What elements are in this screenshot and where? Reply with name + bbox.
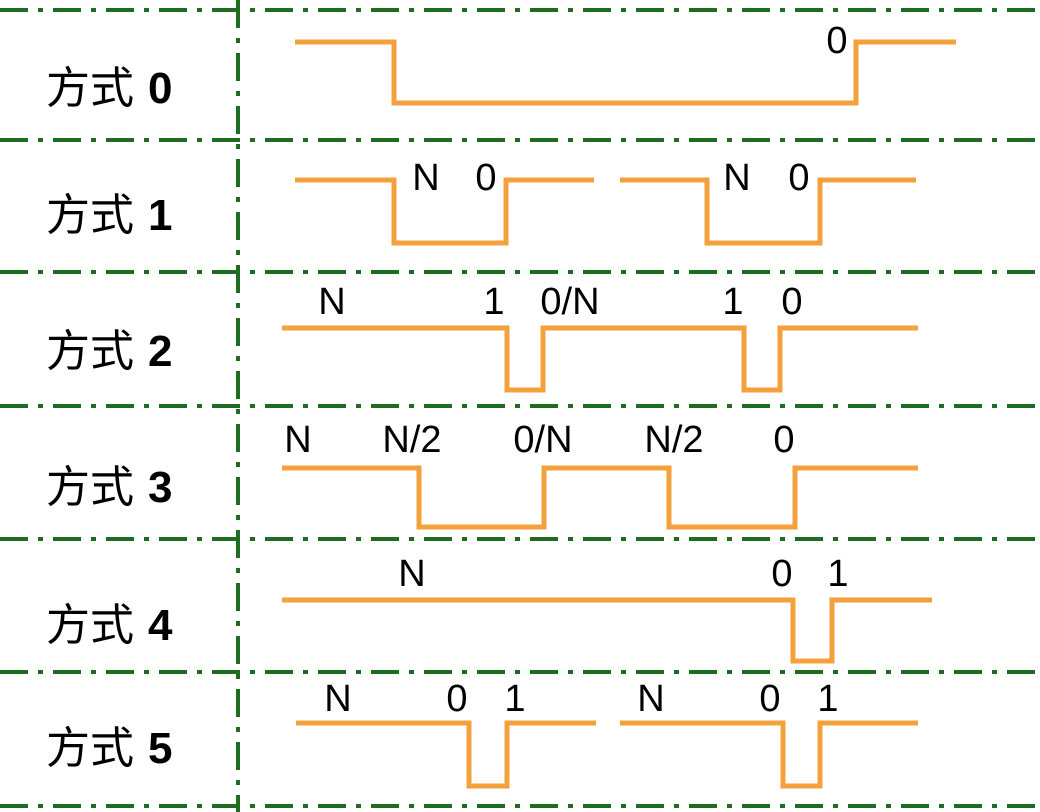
wave-label: 1 [817,678,838,720]
waveform-mode-5-b [620,720,918,789]
wave-label: N/2 [382,419,441,461]
wave-label: N [398,553,425,595]
wave-label: 0 [826,20,847,62]
wave-label: N [412,157,439,199]
waveform-mode-5-a [296,720,596,789]
row-label-1: 方式 1 [46,190,172,241]
wave-label: 0 [446,678,467,720]
wave-label: 0/N [513,419,572,461]
waveform-mode-4 [282,597,932,664]
wave-label: 0 [759,678,780,720]
wave-label: 0 [781,281,802,323]
row-label-2: 方式 2 [46,326,172,377]
wave-label: 0 [475,157,496,199]
wave-label: 0 [771,553,792,595]
wave-label: 1 [722,281,743,323]
row-label-3: 方式 3 [46,462,172,513]
row-label-4: 方式 4 [46,600,173,651]
wave-label: N [284,419,311,461]
wave-label: 1 [504,678,525,720]
wave-label: N [637,678,664,720]
waveform-mode-2 [282,325,918,393]
row-label-0: 方式 0 [46,63,172,114]
row-labels: 方式 0 方式 1 方式 2 方式 3 方式 4 方式 5 [46,63,173,774]
waveform-mode-1-b [620,177,916,246]
wave-label: 0 [773,419,794,461]
waveforms [282,39,956,789]
waveform-mode-1-a [295,177,594,246]
row-label-5: 方式 5 [46,723,172,774]
wave-label: 1 [827,553,848,595]
wave-label: 1 [483,281,504,323]
wave-label: N [723,157,750,199]
waveform-mode-0 [295,39,956,106]
wave-label: N [324,678,351,720]
wave-label: 0/N [540,281,599,323]
wave-label: N/2 [644,419,703,461]
waveform-labels: 0 N 0 N 0 N 1 0/N 1 0 N N/2 0/N N/2 0 N … [284,20,848,720]
wave-label: N [318,281,345,323]
waveform-mode-3 [282,465,918,530]
wave-label: 0 [788,157,809,199]
